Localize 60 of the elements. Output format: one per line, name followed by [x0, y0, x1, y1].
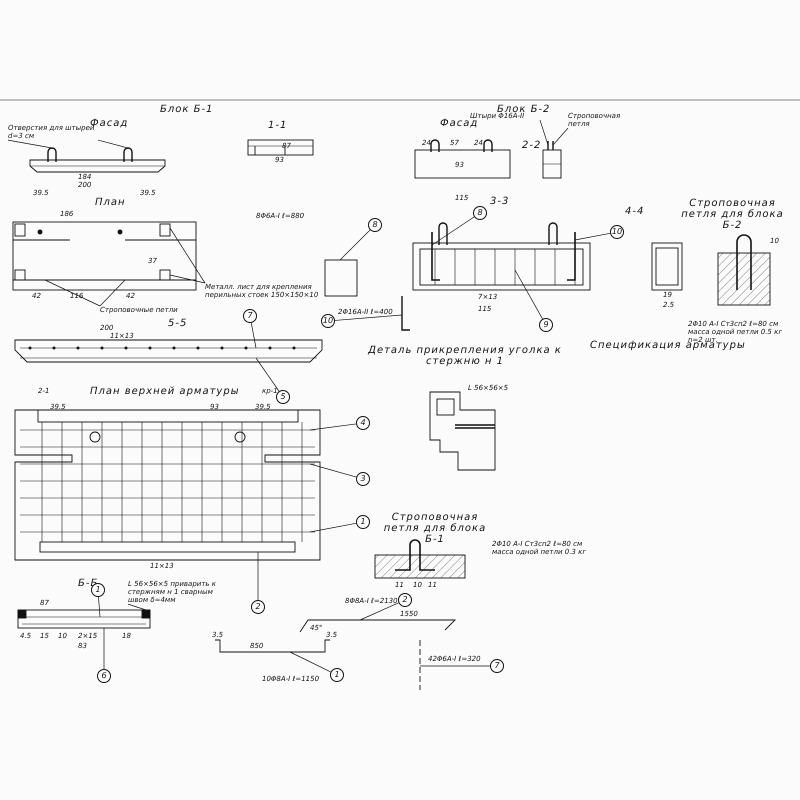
callout-number: 1 — [330, 668, 344, 682]
leader-line — [8, 140, 52, 148]
callout-number: 10 — [321, 314, 335, 328]
callout-number: 3 — [356, 472, 370, 486]
rebar-drawing — [401, 296, 410, 331]
leader-line — [310, 424, 356, 430]
leader-line — [44, 280, 100, 306]
slab-plan-drawing — [12, 222, 196, 290]
view-title: План верхней арматуры — [90, 386, 240, 397]
leader-line — [360, 602, 399, 620]
leader-line — [574, 232, 610, 240]
leader-line — [100, 280, 126, 306]
leader-line — [98, 596, 100, 618]
view-title: 2-2 — [522, 140, 542, 151]
view-title: Блок Б-1 — [160, 104, 214, 115]
leader-line — [514, 270, 543, 320]
leader-line — [334, 314, 402, 321]
view-title: План — [95, 197, 126, 208]
leader-line — [310, 522, 356, 532]
leader-line — [310, 464, 357, 478]
callout-number: 1 — [356, 515, 370, 529]
reinforcement-plan-drawing — [14, 410, 320, 560]
view-title: Строповочная петля для блока Б-1 — [382, 512, 488, 545]
callout-number: 7 — [243, 309, 257, 323]
leader-line — [128, 604, 146, 610]
leader-line — [540, 120, 548, 146]
slab-section-drawing — [14, 340, 322, 362]
rebar-drawing — [214, 640, 330, 652]
callout-number: 10 — [610, 225, 624, 239]
callout-number: 2 — [251, 600, 265, 614]
leader-line — [290, 652, 332, 672]
section-drawing — [542, 141, 562, 178]
callout-number: 2 — [398, 593, 412, 607]
leader-line — [340, 230, 370, 260]
callout-number: 9 — [539, 318, 553, 332]
leader-line — [256, 358, 280, 392]
section-drawing — [18, 610, 150, 628]
view-title: Деталь прикрепления уголка к стержню н 1 — [366, 345, 563, 367]
stirrup-drawing — [324, 260, 358, 296]
leader-line — [250, 322, 256, 348]
view-title: Фасад — [440, 118, 478, 129]
callout-number: 5 — [276, 390, 290, 404]
block-reinforcement-drawing — [412, 222, 590, 290]
callout-number: 8 — [368, 218, 382, 232]
callout-number: 4 — [356, 416, 370, 430]
callout-number: 6 — [97, 669, 111, 683]
view-title: 3-3 — [490, 196, 510, 207]
view-title: 4-4 — [625, 206, 644, 217]
leader-line — [552, 128, 568, 146]
slab-elevation-drawing — [30, 147, 166, 172]
callout-number: 8 — [473, 206, 487, 220]
rebar-drawing — [300, 620, 456, 632]
leader-line — [98, 140, 128, 148]
leader-line — [432, 216, 475, 246]
leader-line — [170, 228, 206, 284]
view-title: 1-1 — [268, 120, 288, 131]
leader-line — [170, 274, 206, 284]
callout-number: 7 — [490, 659, 504, 673]
view-title: 5-5 — [168, 318, 188, 329]
view-title: Строповочная петля для блока Б-2 — [680, 198, 785, 231]
